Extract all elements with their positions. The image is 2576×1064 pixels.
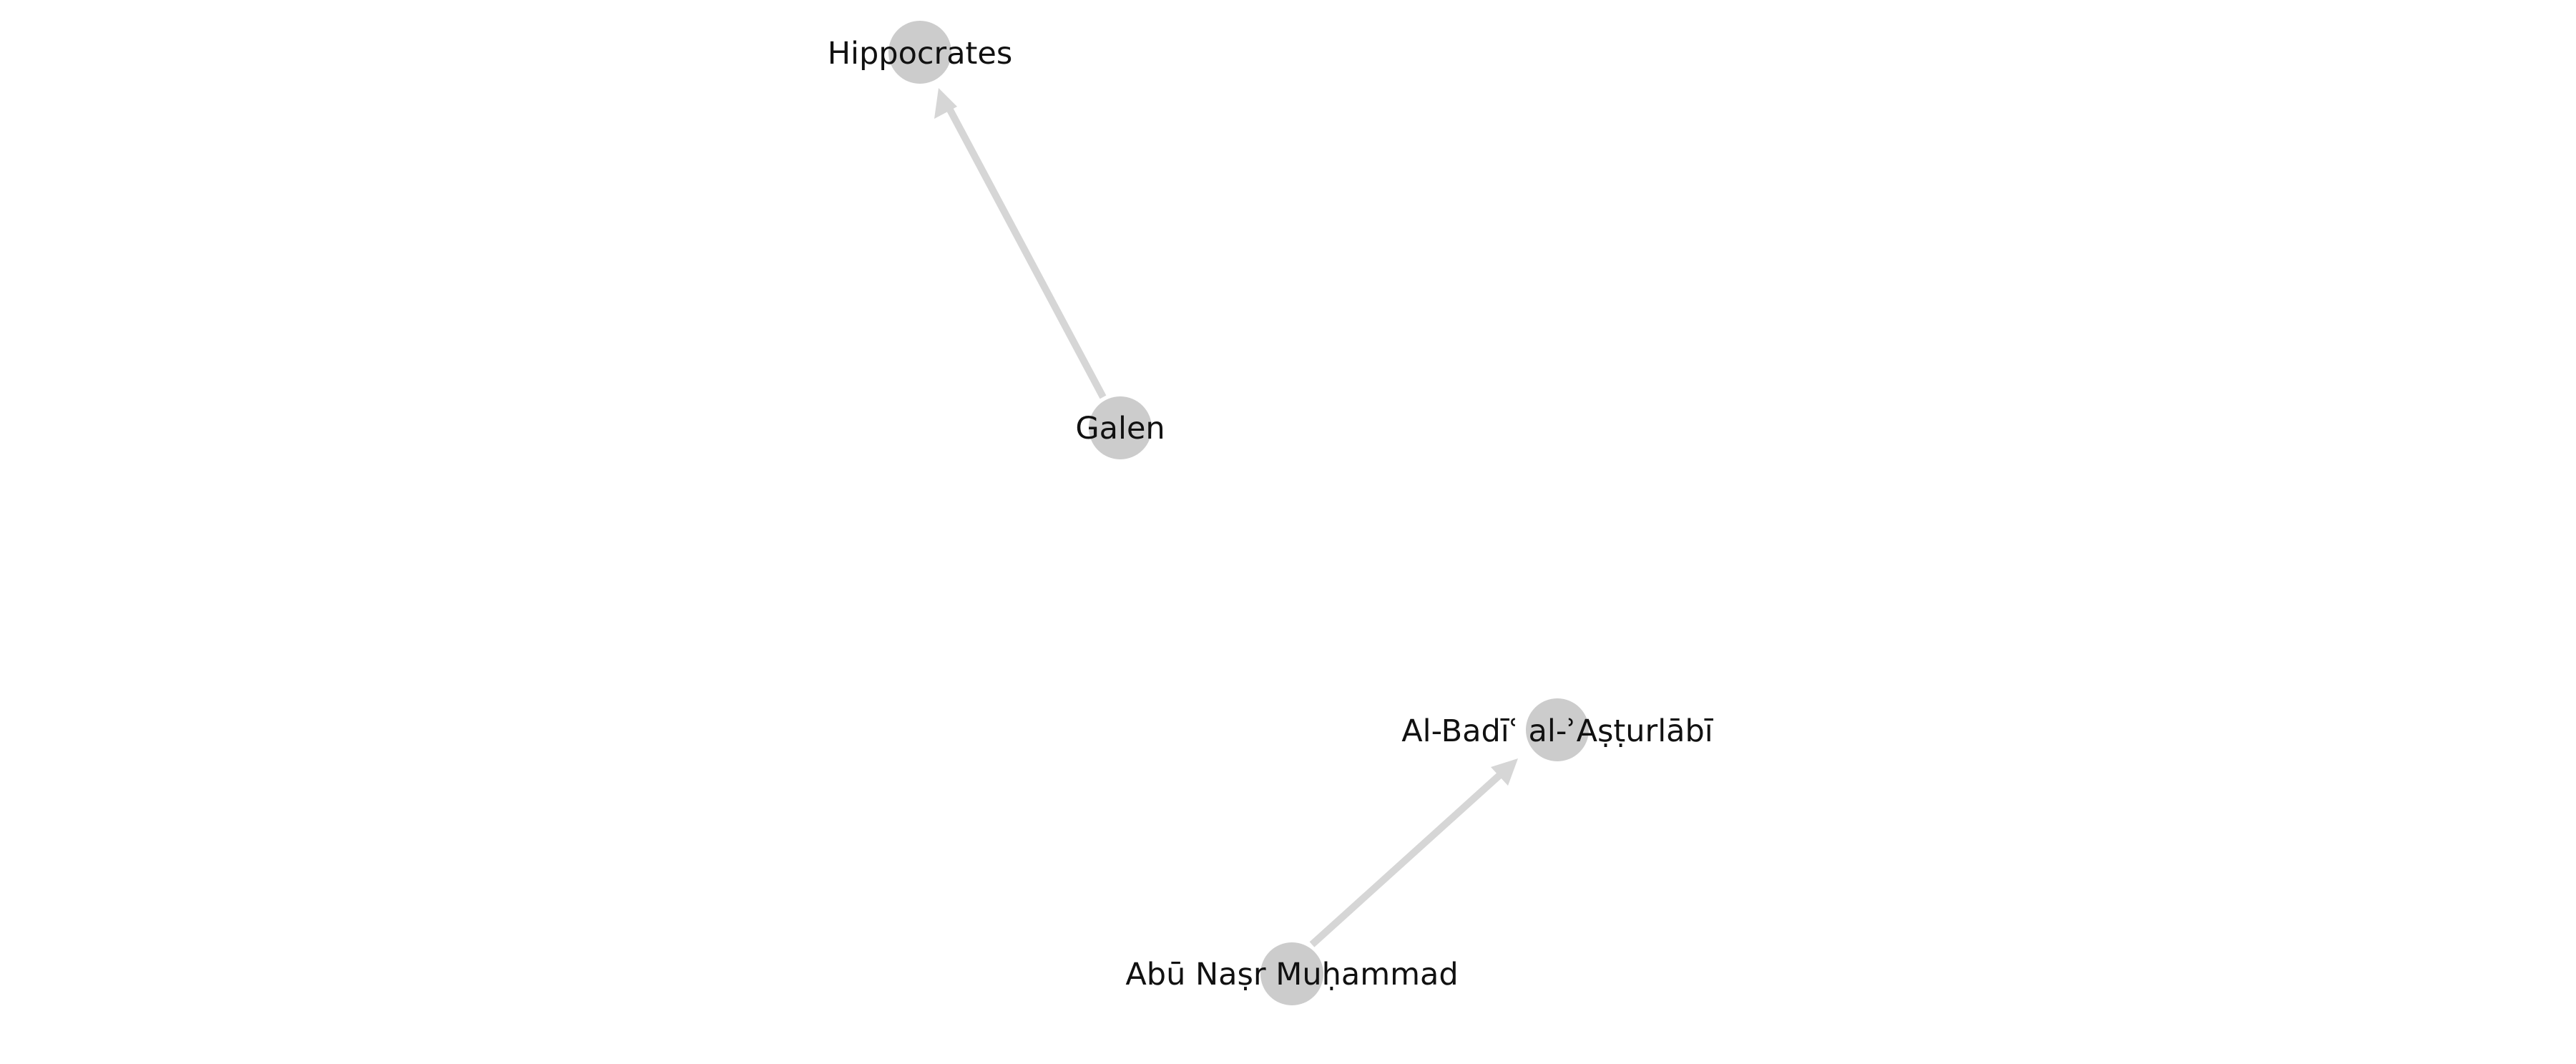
node-label: Abū Naṣr Muḥammad bbox=[1125, 957, 1458, 992]
node-circle bbox=[1260, 942, 1323, 1005]
node-hippocrates[interactable]: Hippocrates bbox=[828, 21, 1013, 84]
edge-line bbox=[944, 102, 1107, 399]
node-label: Al-Badīʿ al-ʾAṣṭurlābī bbox=[1401, 713, 1714, 749]
node-label: Galen bbox=[1075, 411, 1165, 446]
node-label: Hippocrates bbox=[828, 36, 1013, 72]
node-abu-nasr[interactable]: Abū Naṣr Muḥammad bbox=[1125, 942, 1459, 1005]
node-circle bbox=[1526, 698, 1589, 761]
edge-abu-nasr-to-al-badi bbox=[1309, 758, 1518, 947]
arrowhead-icon bbox=[934, 88, 957, 119]
edge-line bbox=[1309, 770, 1505, 947]
edges-layer bbox=[934, 88, 1518, 947]
node-galen[interactable]: Galen bbox=[1075, 396, 1165, 459]
arrowhead-icon bbox=[1491, 758, 1518, 786]
edge-galen-to-hippocrates bbox=[934, 88, 1107, 399]
nodes-layer: Hippocrates Galen Al-Badīʿ al-ʾAṣṭurlābī… bbox=[828, 21, 1714, 1005]
node-circle bbox=[1089, 396, 1152, 459]
node-circle bbox=[888, 21, 951, 84]
node-al-badi[interactable]: Al-Badīʿ al-ʾAṣṭurlābī bbox=[1401, 698, 1714, 761]
